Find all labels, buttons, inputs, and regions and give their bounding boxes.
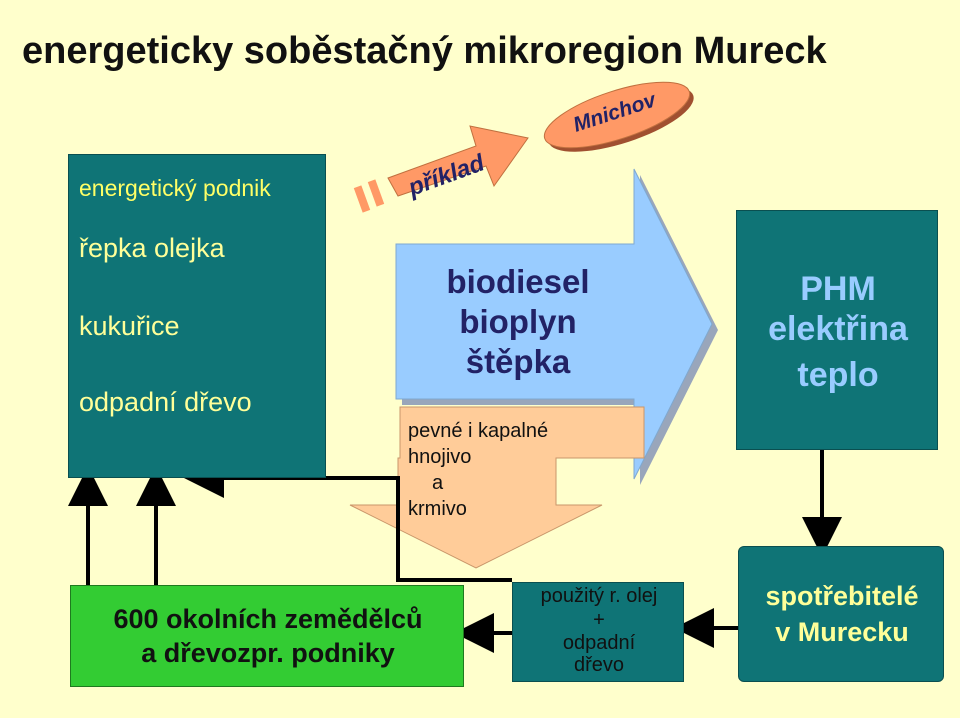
- energy-company-heading: energetický podnik: [79, 175, 271, 201]
- page-title: energeticky soběstačný mikroregion Murec…: [22, 30, 827, 72]
- used-oil-box: použitý r. olej + odpadní dřevo: [512, 582, 684, 682]
- mnichov-ellipse: [543, 81, 691, 149]
- product-biogas: bioplyn: [459, 303, 577, 340]
- input-item-rapeseed: řepka olejka: [79, 233, 225, 263]
- return-line: [184, 458, 512, 582]
- process-arrow: [395, 168, 713, 480]
- fertilizer-line-1: pevné i kapalné: [408, 420, 549, 442]
- fertilizer-line-4: krmivo: [408, 498, 467, 520]
- output-electricity: elektřina: [768, 310, 908, 348]
- consumers-box: spotřebitelé v Murecku: [738, 546, 944, 682]
- fertilizer-line-2: hnojivo: [408, 446, 472, 468]
- fertilizer-line-3: a: [432, 472, 444, 494]
- input-item-waste-wood: odpadní dřevo: [79, 387, 252, 417]
- consumers-line-2: v Murecku: [775, 617, 909, 647]
- output-box: PHM elektřina teplo: [736, 210, 938, 450]
- output-heat: teplo: [797, 356, 879, 394]
- input-item-corn: kukuřice: [79, 311, 180, 341]
- used-line-1: použitý r. olej: [540, 585, 658, 607]
- fertilizer-arrow: [349, 406, 645, 569]
- example-arrow: [353, 125, 529, 213]
- energy-company-box: energetický podnik řepka olejka kukuřice…: [68, 154, 326, 478]
- used-line-3: odpadní: [562, 632, 636, 654]
- farmers-line-1: 600 okolních zemědělců: [113, 604, 423, 634]
- farmers-box: 600 okolních zemědělců a dřevozpr. podni…: [70, 585, 464, 687]
- used-line-4: dřevo: [573, 654, 625, 676]
- product-wood-chips: štěpka: [465, 343, 571, 380]
- farmers-line-2: a dřevozpr. podniky: [141, 638, 395, 668]
- output-fuel: PHM: [800, 270, 876, 308]
- product-biodiesel: biodiesel: [446, 263, 590, 300]
- consumers-line-1: spotřebitelé: [765, 581, 919, 611]
- used-line-2: +: [593, 609, 605, 631]
